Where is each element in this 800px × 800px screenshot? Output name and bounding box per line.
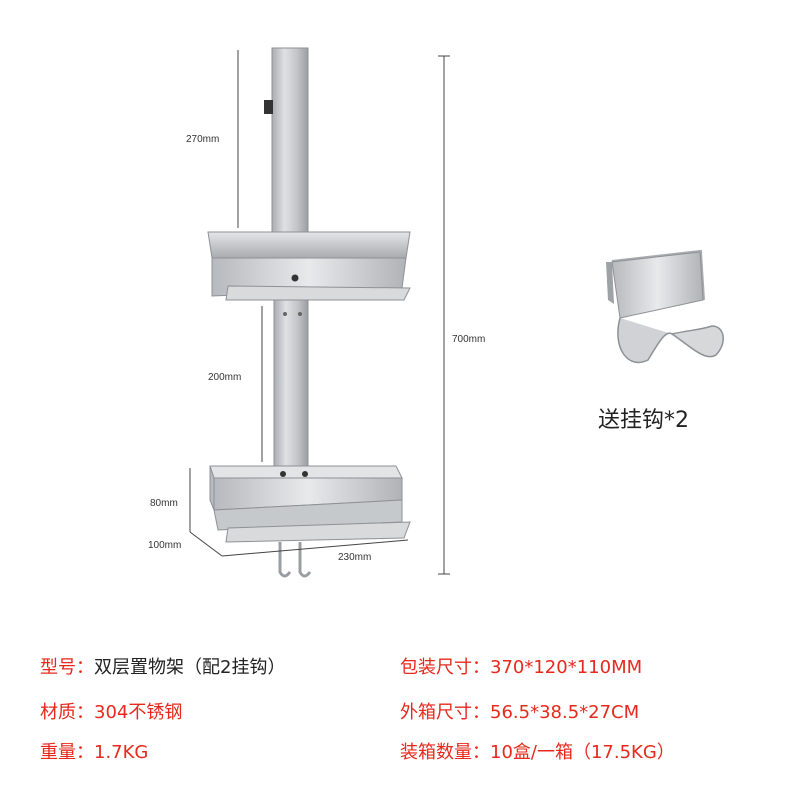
dim-total-height: 700mm (452, 334, 486, 345)
dim-middle-height: 200mm (208, 372, 242, 383)
dim-depth: 100mm (148, 540, 182, 551)
spec-carton-quantity: 装箱数量：10盒/一箱（17.5KG） (400, 738, 675, 764)
spec-label: 外箱尺寸： (400, 702, 490, 723)
spec-value: 56.5*38.5*27CM (490, 702, 640, 723)
dim-upper-height: 270mm (186, 134, 220, 145)
spec-weight: 重量：1.7KG (40, 738, 148, 764)
dimension-lines (189, 50, 450, 575)
spec-label: 装箱数量： (400, 742, 490, 763)
spec-label: 材质： (40, 702, 94, 723)
spec-value: 10盒/一箱（17.5KG） (490, 742, 675, 763)
spec-value: 370*120*110MM (490, 657, 643, 678)
spec-value: 304不锈钢 (94, 702, 183, 723)
spec-value: 双层置物架（配2挂钩） (94, 657, 286, 678)
spec-value: 1.7KG (94, 742, 149, 763)
spec-model: 型号：双层置物架（配2挂钩） (40, 653, 285, 679)
spec-material: 材质：304不锈钢 (40, 698, 182, 724)
spec-label: 包装尺寸： (400, 657, 490, 678)
spec-label: 型号： (40, 657, 94, 678)
spec-carton-size: 外箱尺寸：56.5*38.5*27CM (400, 698, 639, 724)
dim-width: 230mm (338, 552, 372, 563)
spec-label: 重量： (40, 742, 94, 763)
upper-bar (271, 47, 309, 239)
middle-bar (273, 299, 309, 469)
bottom-hooks (278, 542, 312, 578)
hook-caption: 送挂钩*2 (598, 408, 689, 433)
upper-shelf (207, 231, 411, 301)
spec-package-size: 包装尺寸：370*120*110MM (400, 653, 642, 679)
hook-clip (264, 100, 273, 114)
lower-basket (209, 465, 411, 543)
hook-product-image (606, 249, 724, 363)
dim-basket-height: 80mm (150, 498, 178, 509)
